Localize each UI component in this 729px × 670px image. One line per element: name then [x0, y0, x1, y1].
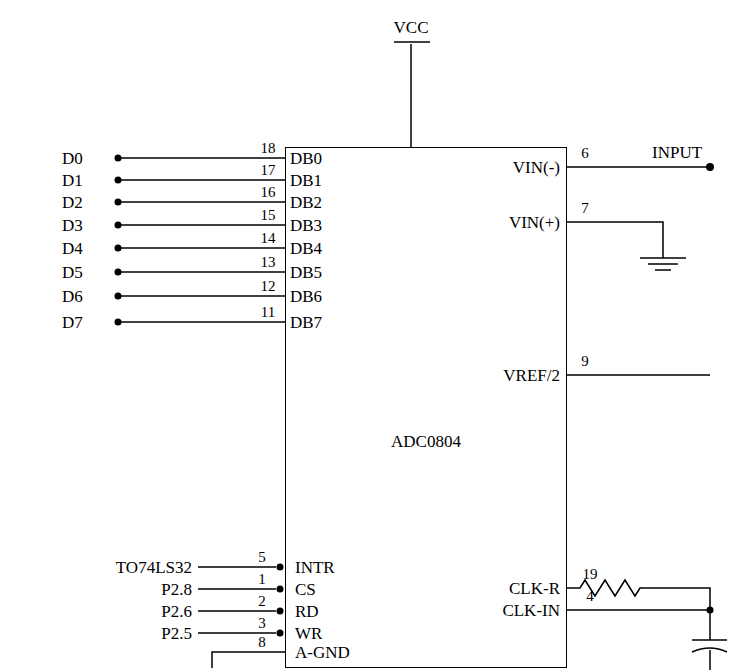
terminal-dot	[115, 319, 122, 326]
signal-label: A-GND	[295, 644, 350, 661]
wire	[394, 41, 430, 43]
wire	[121, 157, 285, 159]
wire	[121, 179, 285, 181]
chip-name: ADC0804	[391, 433, 461, 450]
pin-number: 8	[258, 635, 266, 650]
wire	[655, 269, 671, 271]
pin-number: 18	[261, 141, 276, 156]
wire	[410, 44, 412, 147]
signal-label: INPUT	[652, 144, 702, 161]
wire	[198, 588, 276, 590]
wire	[648, 263, 678, 265]
signal-label: INTR	[295, 559, 335, 576]
wire	[212, 652, 285, 668]
terminal-dot	[706, 163, 714, 171]
terminal-dot	[115, 222, 122, 229]
pin-number: 19	[583, 567, 598, 582]
signal-label: WR	[295, 625, 322, 642]
wire	[121, 271, 285, 273]
capacitor-plate	[692, 648, 727, 652]
signal-label: DB0	[290, 150, 322, 167]
wire	[121, 321, 285, 323]
wire	[121, 247, 285, 249]
terminal-dot	[277, 564, 284, 571]
wire	[567, 222, 663, 258]
wire	[567, 610, 710, 640]
terminal-dot	[115, 269, 122, 276]
signal-label: D0	[62, 150, 83, 167]
pin-number: 16	[261, 185, 276, 200]
signal-label: DB2	[290, 194, 322, 211]
terminal-dot	[277, 608, 284, 615]
signal-label: DB3	[290, 217, 322, 234]
pin-number: 1	[258, 572, 266, 587]
terminal-dot	[277, 586, 284, 593]
wire	[692, 639, 727, 641]
wire	[198, 566, 276, 568]
pin-number: 7	[581, 201, 589, 216]
terminal-dot	[707, 607, 714, 614]
wire	[198, 610, 276, 612]
pin-number: 11	[261, 305, 275, 320]
pin-number: 17	[261, 163, 276, 178]
terminal-dot	[115, 177, 122, 184]
signal-label: DB1	[290, 172, 322, 189]
signal-label: DB6	[290, 288, 322, 305]
signal-label: DB4	[290, 240, 322, 257]
wire	[567, 166, 707, 168]
pin-number: 13	[261, 255, 276, 270]
signal-label: D4	[62, 240, 83, 257]
wire	[121, 201, 285, 203]
signal-label: VREF/2	[503, 367, 560, 384]
signal-label: TO74LS32	[116, 559, 192, 576]
signal-label: D3	[62, 217, 83, 234]
wire	[640, 257, 686, 259]
pin-number: 2	[258, 594, 266, 609]
signal-label: D6	[62, 288, 83, 305]
pin-number: 3	[258, 616, 266, 631]
signal-label: DB5	[290, 264, 322, 281]
terminal-dot	[115, 199, 122, 206]
signal-label: D1	[62, 172, 83, 189]
pin-number: 15	[261, 208, 276, 223]
pin-number: 4	[586, 589, 594, 604]
signal-label: RD	[295, 603, 319, 620]
signal-label: CLK-R	[509, 580, 560, 597]
pin-number: 14	[261, 231, 276, 246]
signal-label: P2.6	[161, 603, 192, 620]
wire	[709, 650, 711, 670]
pin-number: 12	[261, 279, 276, 294]
terminal-dot	[277, 630, 284, 637]
wire	[121, 295, 285, 297]
terminal-dot	[115, 245, 122, 252]
wire	[567, 374, 710, 376]
signal-label: D5	[62, 264, 83, 281]
signal-label: P2.8	[161, 581, 192, 598]
signal-label: VIN(+)	[509, 214, 560, 231]
wire	[121, 224, 285, 226]
signal-label: DB7	[290, 314, 322, 331]
terminal-dot	[115, 155, 122, 162]
signal-label: CS	[295, 581, 316, 598]
signal-label: D7	[62, 314, 83, 331]
pin-number: 5	[258, 550, 266, 565]
signal-label: VIN(-)	[513, 159, 560, 176]
signal-label: D2	[62, 194, 83, 211]
signal-label: VCC	[394, 19, 429, 36]
terminal-dot	[115, 293, 122, 300]
wire	[567, 580, 710, 610]
signal-label: P2.5	[161, 625, 192, 642]
pin-number: 9	[581, 354, 589, 369]
signal-label: CLK-IN	[502, 602, 560, 619]
pin-number: 6	[581, 146, 589, 161]
